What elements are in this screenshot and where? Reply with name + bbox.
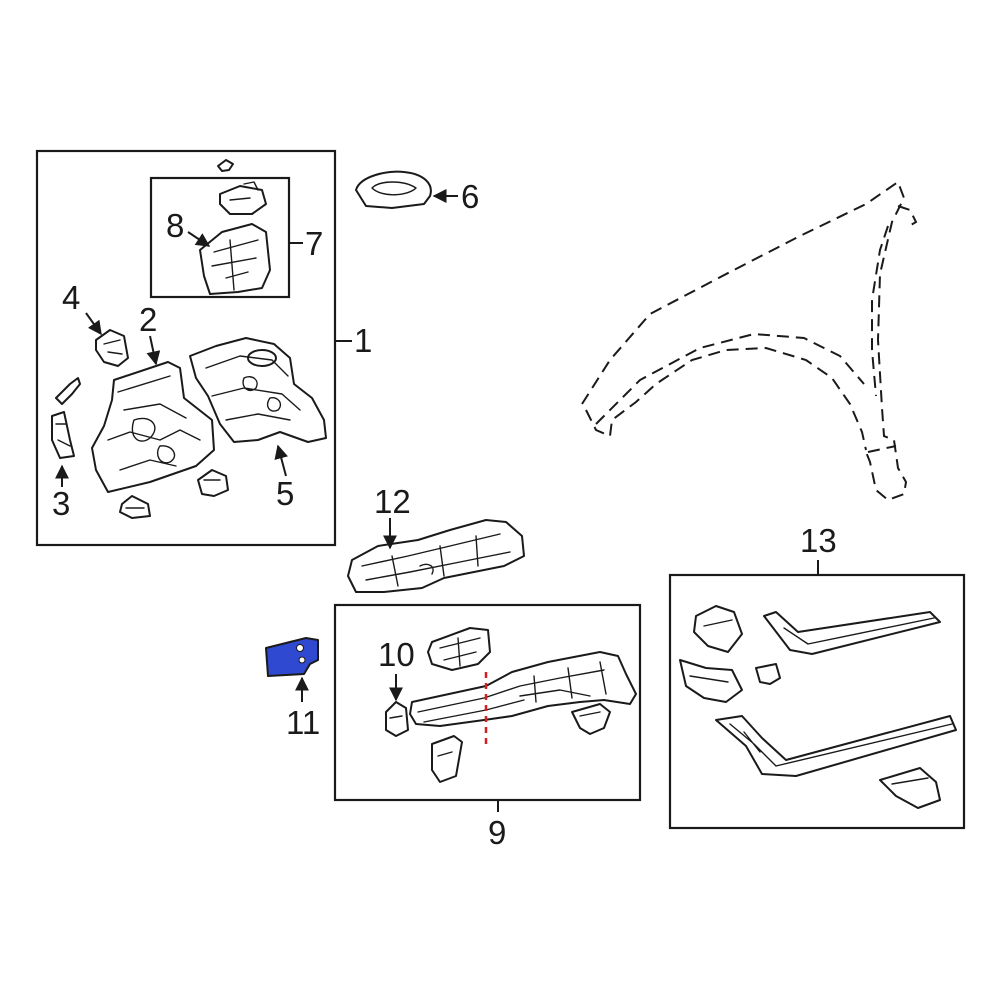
apron-assembly-group: 1 7 8 4 3 2 [35,149,372,547]
bracket-13-b [679,659,743,703]
callout-12[interactable]: 12 [374,483,411,520]
bracket-part-3 [51,411,75,459]
wheelhouse-part-2 [91,361,215,493]
bracket-13-a [693,605,743,653]
callout-9[interactable]: 9 [488,814,506,851]
fender-outline [581,180,918,502]
callout-5[interactable]: 5 [276,475,294,512]
leader-8 [187,231,211,247]
callout-13[interactable]: 13 [800,522,837,559]
callout-10[interactable]: 10 [378,636,415,673]
bracket-lower-9-right [571,703,611,735]
front-rail-group: 9 10 [333,603,642,851]
leader-2 [146,335,161,366]
bracket-13-d [879,767,941,809]
bracket-part-4 [95,329,129,367]
callout-2[interactable]: 2 [139,301,157,338]
reinforcement-part-8 [199,223,271,295]
callout-11[interactable]: 11 [286,704,320,741]
clip-part [217,159,234,172]
insulator-part-6: 6 [355,170,479,215]
bracket-part-10 [385,701,409,737]
leader-5 [274,444,289,477]
bracket-13-c [755,663,781,685]
bracket-lower-left [119,495,151,519]
bracket-lower-mid [197,469,229,497]
rocker-lower [715,715,957,777]
callout-6[interactable]: 6 [461,178,479,215]
rail-part-12: 12 [347,483,525,593]
front-rail-main [409,651,637,727]
callout-3[interactable]: 3 [52,485,70,522]
callout-8[interactable]: 8 [166,207,184,244]
group-7-frame [149,176,291,299]
bracket-lower-9-left [431,735,463,783]
group-1-frame [35,149,337,547]
leader-4 [85,312,102,336]
bracket-upper-part [219,185,267,215]
callout-1[interactable]: 1 [354,322,372,359]
bracket-part-3-upper [55,377,81,405]
group-9-frame [333,603,642,802]
callout-4[interactable]: 4 [62,279,80,316]
rocker-group: 13 [668,522,966,830]
callout-7[interactable]: 7 [305,225,323,262]
highlighted-part-11[interactable]: 11 [265,637,320,741]
